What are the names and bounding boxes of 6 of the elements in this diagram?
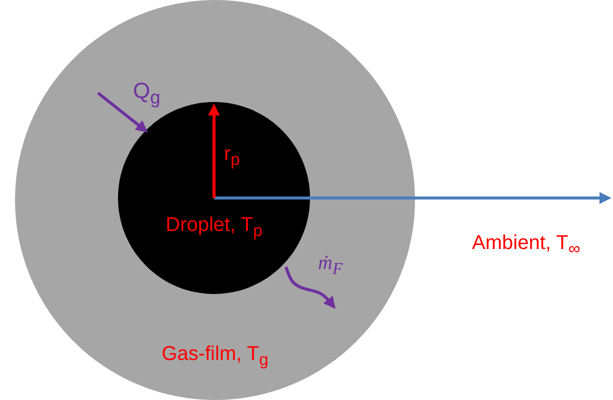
circle-label: Droplet, T$_{p}$ <box>166 214 262 241</box>
radius-symbol: r$_{p}$ <box>224 143 240 170</box>
ambient-label: Ambient, T$_{∞}$ <box>472 232 580 259</box>
flux-symbol: Q$_{g}$ <box>133 78 160 108</box>
circle-label: Gas-film, T$_{g}$ <box>162 343 268 370</box>
flux-symbol: ṁ$_{F}$ <box>318 252 343 279</box>
